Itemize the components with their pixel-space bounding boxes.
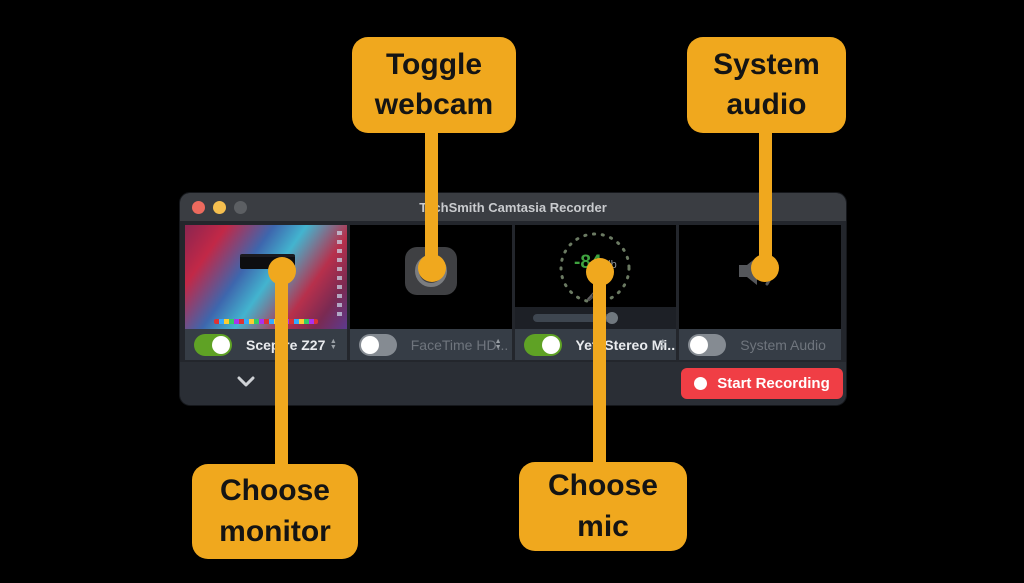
close-window-button[interactable] <box>192 200 205 214</box>
webcam-label: FaceTime HD... <box>410 336 509 353</box>
callout-toggle-webcam: Toggle webcam <box>352 37 516 133</box>
window-title: TechSmith Camtasia Recorder <box>419 199 607 215</box>
mic-volume-slider[interactable] <box>532 312 618 324</box>
connector-dot-system-audio <box>751 254 779 282</box>
connector-dot-choose-monitor <box>268 257 296 285</box>
record-dot-icon <box>694 377 708 390</box>
system-audio-control-row: System Audio <box>679 329 841 360</box>
traffic-lights <box>192 200 247 214</box>
callout-choose-mic: Choose mic <box>519 462 687 551</box>
monitor-control-row: Sceptre Z27 ▲▼ <box>185 329 347 360</box>
connector-dot-choose-mic <box>586 258 614 286</box>
chevron-down-icon[interactable] <box>236 376 256 388</box>
desktop-icons <box>336 231 342 319</box>
webcam-control-row: FaceTime HD... ▲▼ <box>349 329 512 360</box>
microphone-stepper[interactable]: ▲▼ <box>659 337 667 351</box>
system-audio-toggle[interactable] <box>688 333 727 356</box>
minimize-window-button[interactable] <box>213 200 226 214</box>
desktop-wallpaper-preview <box>185 225 347 329</box>
start-recording-label: Start Recording <box>717 375 830 392</box>
connector-line-choose-mic <box>593 273 606 470</box>
monitor-toggle[interactable] <box>194 333 232 356</box>
webcam-toggle[interactable] <box>358 333 397 356</box>
camtasia-recorder-window: TechSmith Camtasia Recorder Sceptre Z27 … <box>179 192 847 406</box>
connector-line-choose-monitor <box>275 272 288 472</box>
zoom-window-button <box>234 200 247 214</box>
title-bar: TechSmith Camtasia Recorder <box>180 193 846 221</box>
microphone-toggle[interactable] <box>523 333 562 356</box>
start-recording-button[interactable]: Start Recording <box>681 368 843 399</box>
connector-dot-toggle-webcam <box>418 254 446 282</box>
bottom-bar: Start Recording <box>180 362 846 405</box>
webcam-stepper[interactable]: ▲▼ <box>494 337 502 351</box>
system-audio-label: System Audio <box>740 336 826 353</box>
monitor-panel: Sceptre Z27 ▲▼ <box>185 225 347 360</box>
dock-preview <box>214 318 318 324</box>
source-panels: Sceptre Z27 ▲▼ FaceTime HD... ▲▼ <box>185 225 841 360</box>
monitor-stepper[interactable]: ▲▼ <box>329 337 337 351</box>
connector-line-system-audio <box>759 120 772 270</box>
callout-choose-monitor: Choose monitor <box>192 464 358 559</box>
monitor-thumbnail[interactable] <box>185 225 347 329</box>
callout-system-audio: System audio <box>687 37 846 133</box>
connector-line-toggle-webcam <box>425 120 438 270</box>
